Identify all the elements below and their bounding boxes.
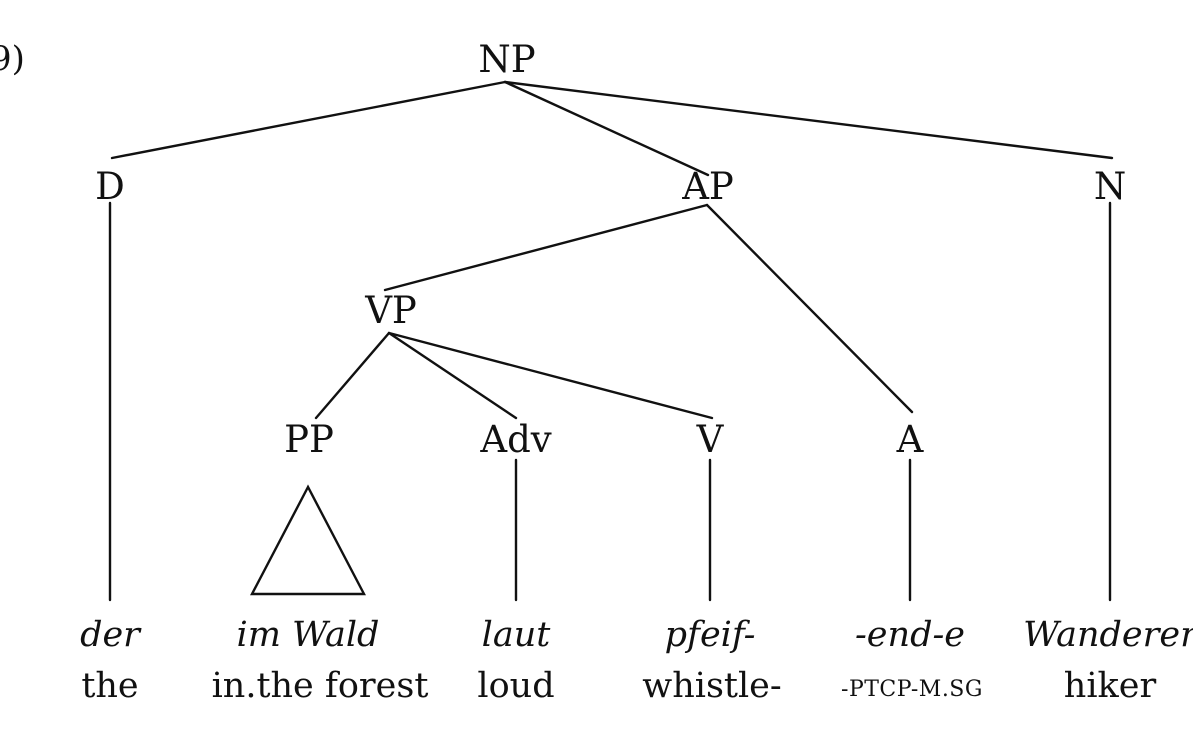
leaf-word-im-wald: im Wald bbox=[237, 615, 380, 655]
gloss-the: the bbox=[81, 666, 138, 706]
gloss-ptcp-m-sg: -PTCP-M.SG bbox=[841, 677, 983, 702]
gloss-in-the-forest: in.the forest bbox=[212, 666, 429, 706]
edge-np-d bbox=[110, 80, 507, 160]
leaf-word-pfeif: pfeif- bbox=[665, 615, 756, 655]
pp-triangle bbox=[250, 484, 366, 596]
node-ap: AP bbox=[681, 165, 734, 208]
edge-ap-a bbox=[705, 203, 914, 414]
gloss-loud: loud bbox=[477, 666, 554, 706]
node-np: NP bbox=[478, 38, 535, 81]
edge-np-ap bbox=[503, 80, 710, 177]
gloss-whistle: whistle- bbox=[642, 666, 781, 706]
edge-vp-pp bbox=[314, 331, 391, 420]
example-number: 9) bbox=[0, 39, 25, 79]
leaf-word-laut: laut bbox=[482, 615, 552, 655]
edge-vp-v bbox=[387, 331, 714, 420]
node-a: A bbox=[896, 418, 925, 461]
leaf-words: der im Wald laut pfeif- -end-e Wanderer bbox=[80, 615, 1193, 655]
node-adv: Adv bbox=[479, 418, 551, 461]
node-vp: VP bbox=[364, 289, 417, 332]
leaf-glosses: the in.the forest loud whistle- -PTCP-M.… bbox=[81, 666, 1156, 706]
gloss-hiker: hiker bbox=[1064, 666, 1157, 706]
edge-ap-vp bbox=[383, 203, 709, 292]
tree-edges bbox=[108, 80, 1114, 602]
node-v: V bbox=[696, 418, 725, 461]
node-n: N bbox=[1094, 165, 1126, 208]
node-d: D bbox=[95, 165, 125, 208]
node-pp: PP bbox=[284, 418, 334, 461]
leaf-word-der: der bbox=[80, 615, 142, 655]
leaf-word-wanderer: Wanderer bbox=[1023, 615, 1193, 655]
edge-vp-adv bbox=[387, 331, 518, 420]
tree-nodes: NP D AP N VP PP Adv V A bbox=[95, 38, 1126, 461]
edge-np-n bbox=[503, 80, 1114, 160]
leaf-word-end-e: -end-e bbox=[855, 615, 965, 655]
